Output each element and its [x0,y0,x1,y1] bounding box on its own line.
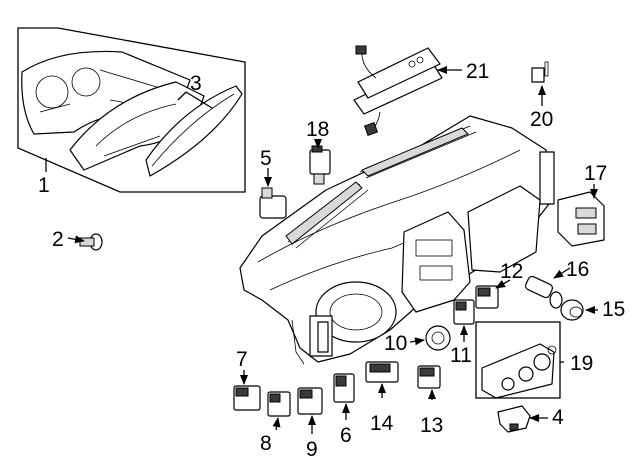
callout-21: 21 [466,60,489,83]
callout-18: 18 [306,118,329,141]
instrument-cluster-assembly [17,27,246,193]
callout-13: 13 [420,414,443,437]
callout-labels: 1 2 3 4 5 6 7 8 9 10 11 12 13 14 15 16 1… [38,60,625,461]
part-21-module [353,45,443,137]
part-5-sensor [259,187,287,219]
part-19-climate-control [475,321,561,399]
callout-8: 8 [260,432,272,455]
part-4-bracket [497,405,531,433]
defrost-vent-upper [361,127,469,177]
callout-4: 4 [552,406,564,429]
callout-5: 5 [260,147,272,170]
callout-14: 14 [370,412,394,435]
part-15-knob [560,299,584,321]
callout-2: 2 [52,228,64,251]
part-8-switch [267,391,291,417]
part-18-switch [309,145,331,185]
center-stack [401,211,471,313]
part-9-switch [297,387,323,415]
defrost-vent [285,181,363,245]
part-13-switch [417,365,441,389]
gauge-right [71,67,101,97]
gauge-left [35,75,69,109]
part-14-switch [365,361,399,383]
callout-3: 3 [190,72,202,95]
cluster-group-box [17,27,246,193]
callout-10: 10 [384,332,407,355]
glovebox-area [467,185,541,273]
cluster-lens [145,85,243,177]
part-20-connector [531,61,549,83]
part-6-switch [333,373,355,403]
callout-16: 16 [566,258,589,281]
part-17-switch-panel [557,191,605,247]
callout-9: 9 [306,438,318,461]
callout-20: 20 [530,108,553,131]
steering-opening [315,281,397,343]
callout-12: 12 [500,260,523,283]
cluster-bezel [69,81,205,171]
callout-6: 6 [340,424,352,447]
callout-15: 15 [602,298,625,321]
part-11-switch [453,299,475,325]
instrument-panel [239,115,555,365]
leader-arrows [67,66,598,434]
part-2-screw [79,233,103,251]
callout-11: 11 [450,344,472,367]
part-7-switch [233,385,261,411]
callout-1: 1 [38,174,50,197]
part-12-switch [475,285,499,309]
callout-17: 17 [584,162,607,185]
right-side-vent [539,151,555,205]
part-10-ignition [425,325,451,351]
callout-7: 7 [236,348,248,371]
callout-19: 19 [570,352,593,375]
part-16-lighter [524,275,563,309]
climate-group-box [475,321,561,399]
